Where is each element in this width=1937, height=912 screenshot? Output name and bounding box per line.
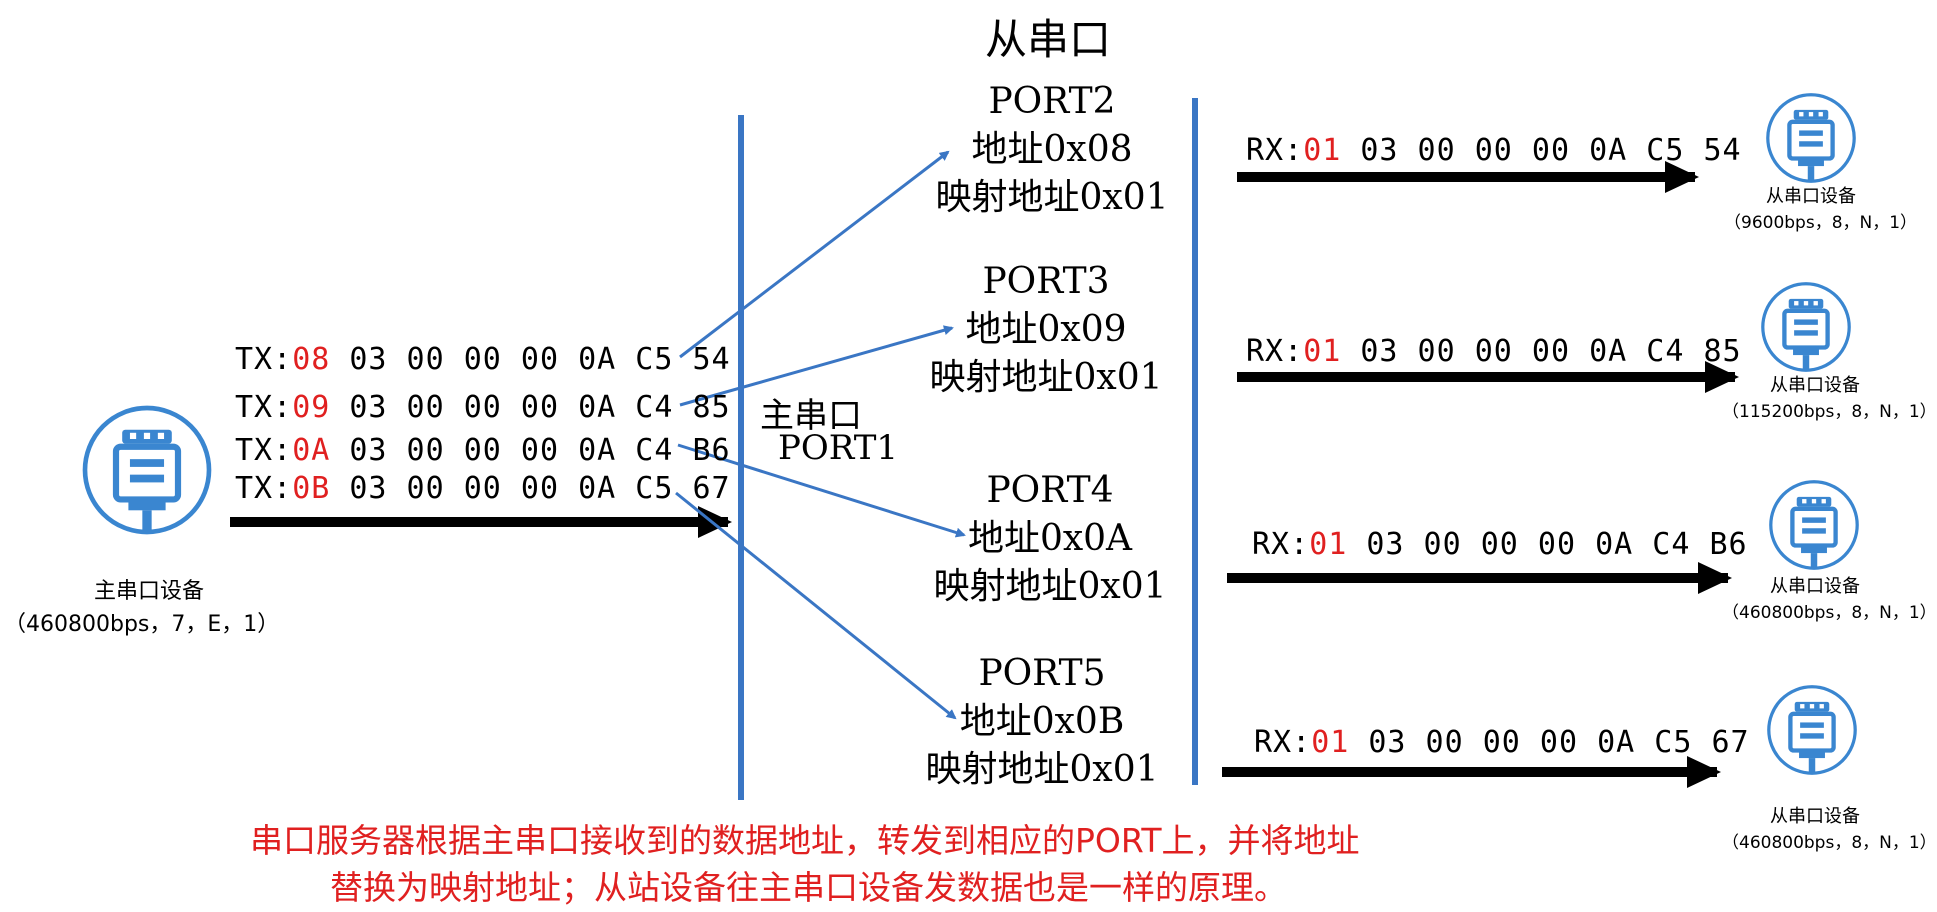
port-block-5: PORT5 地址0x0B 映射地址0x01	[892, 650, 1192, 794]
port-mapped-address: 映射地址0x01	[933, 566, 1167, 607]
port-name: PORT2	[988, 81, 1116, 122]
slave-device-name-1: 从串口设备	[1766, 186, 1856, 207]
port-name: PORT3	[982, 261, 1110, 302]
port-mapped-address: 映射地址0x01	[925, 749, 1159, 790]
slave-device-params-3: （460800bps，8，N，1）	[1722, 603, 1937, 623]
slave-device-icon-4	[1769, 687, 1855, 773]
master-device-params: （460800bps，7，E，1）	[4, 612, 280, 637]
tx-frame-3-addr: 0A	[292, 433, 331, 468]
tx-frame-3: TX:0A 03 00 00 00 0A C4 B6	[235, 433, 731, 468]
rx-frame-2-addr: 01	[1303, 334, 1342, 369]
slave-device-icon-1	[1768, 95, 1854, 181]
tx-frame-2: TX:09 03 00 00 00 0A C4 85	[235, 390, 731, 425]
slave-device-params-4: （460800bps，8，N，1）	[1722, 833, 1937, 853]
slave-device-icon-2	[1763, 284, 1849, 370]
slave-device-params-2: （115200bps，8，N，1）	[1722, 402, 1937, 422]
tx-frame-1-addr: 08	[292, 342, 331, 377]
slave-device-icon-3	[1771, 482, 1857, 568]
port-address: 地址0x08	[971, 129, 1133, 170]
master-bus-label: 主串口	[760, 396, 862, 436]
note-line-2: 替换为映射地址；从站设备往主串口设备发数据也是一样的原理。	[330, 868, 1287, 907]
master-bus-port: PORT1	[778, 428, 899, 468]
master-device-icon	[85, 408, 209, 532]
port-address: 地址0x0A	[967, 518, 1133, 559]
tx-frame-1: TX:08 03 00 00 00 0A C5 54	[235, 342, 731, 377]
route-arrow-port4	[677, 443, 966, 538]
port-name: PORT5	[978, 653, 1106, 694]
rx-frame-1-addr: 01	[1303, 133, 1342, 168]
port-address: 地址0x0B	[959, 701, 1125, 742]
port-mapped-address: 映射地址0x01	[935, 177, 1169, 218]
tx-frame-4-addr: 0B	[292, 471, 331, 506]
tx-frame-2-addr: 09	[292, 390, 331, 425]
port-mapped-address: 映射地址0x01	[929, 357, 1163, 398]
rx-frame-2: RX:01 03 00 00 00 0A C4 85	[1246, 334, 1742, 369]
route-arrow-port5	[675, 491, 957, 720]
port-name: PORT4	[986, 470, 1114, 511]
diagram-title: 从串口	[985, 15, 1112, 64]
rx-frame-1: RX:01 03 00 00 00 0A C5 54	[1246, 133, 1742, 168]
port-block-3: PORT3 地址0x09 映射地址0x01	[896, 258, 1196, 402]
master-device-name: 主串口设备	[93, 579, 204, 604]
rx-frame-4: RX:01 03 00 00 00 0A C5 67	[1254, 725, 1750, 760]
slave-device-name-3: 从串口设备	[1770, 576, 1860, 597]
note-line-1: 串口服务器根据主串口接收到的数据地址，转发到相应的PORT上，并将地址	[250, 821, 1360, 860]
rx-frame-3-addr: 01	[1309, 527, 1348, 562]
slave-device-name-4: 从串口设备	[1770, 806, 1860, 827]
port-address: 地址0x09	[965, 309, 1127, 350]
route-arrow-port2	[679, 150, 950, 359]
port-block-4: PORT4 地址0x0A 映射地址0x01	[900, 467, 1200, 611]
tx-frame-4: TX:0B 03 00 00 00 0A C5 67	[235, 471, 731, 506]
rx-frame-4-addr: 01	[1311, 725, 1350, 760]
rx-frame-3: RX:01 03 00 00 00 0A C4 B6	[1252, 527, 1748, 562]
port-block-2: PORT2 地址0x08 映射地址0x01	[902, 78, 1202, 222]
route-arrow-port3	[679, 325, 954, 407]
slave-device-name-2: 从串口设备	[1770, 375, 1860, 396]
slave-device-params-1: （9600bps，8，N，1）	[1724, 213, 1918, 233]
